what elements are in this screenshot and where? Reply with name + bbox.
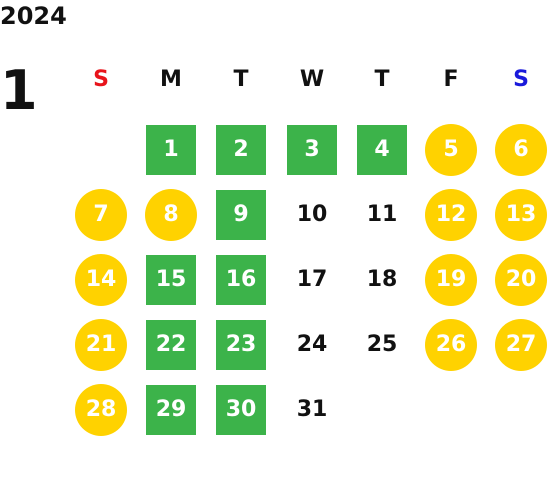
year-label: 2024 — [0, 2, 67, 30]
day-cell-7[interactable]: 7 — [75, 189, 127, 241]
day-cell-14[interactable]: 14 — [75, 254, 127, 306]
day-cell-13[interactable]: 13 — [495, 189, 547, 241]
weekday-header-fri: F — [443, 67, 459, 92]
weekday-header-tue: T — [233, 67, 249, 92]
day-cell-18[interactable]: 18 — [366, 267, 398, 292]
weekday-header-mon: M — [160, 67, 182, 92]
weekday-header-sun: S — [93, 67, 109, 92]
day-cell-20[interactable]: 20 — [495, 254, 547, 306]
day-cell-27[interactable]: 27 — [495, 319, 547, 371]
day-cell-11[interactable]: 11 — [366, 202, 398, 227]
day-cell-24[interactable]: 24 — [296, 332, 328, 357]
weekday-header-sat: S — [513, 67, 529, 92]
weekday-header-wed: W — [299, 67, 325, 92]
day-cell-8[interactable]: 8 — [145, 189, 197, 241]
day-cell-16[interactable]: 16 — [216, 255, 266, 305]
day-cell-10[interactable]: 10 — [296, 202, 328, 227]
weekday-header-thu: T — [374, 67, 390, 92]
day-cell-9[interactable]: 9 — [216, 190, 266, 240]
day-cell-2[interactable]: 2 — [216, 125, 266, 175]
day-cell-25[interactable]: 25 — [366, 332, 398, 357]
day-cell-5[interactable]: 5 — [425, 124, 477, 176]
day-cell-21[interactable]: 21 — [75, 319, 127, 371]
day-cell-15[interactable]: 15 — [146, 255, 196, 305]
day-cell-1[interactable]: 1 — [146, 125, 196, 175]
day-cell-31[interactable]: 31 — [296, 397, 328, 422]
day-cell-6[interactable]: 6 — [495, 124, 547, 176]
day-cell-29[interactable]: 29 — [146, 385, 196, 435]
day-cell-19[interactable]: 19 — [425, 254, 477, 306]
day-cell-28[interactable]: 28 — [75, 384, 127, 436]
day-cell-26[interactable]: 26 — [425, 319, 477, 371]
day-cell-3[interactable]: 3 — [287, 125, 337, 175]
day-cell-23[interactable]: 23 — [216, 320, 266, 370]
day-cell-12[interactable]: 12 — [425, 189, 477, 241]
day-cell-22[interactable]: 22 — [146, 320, 196, 370]
day-cell-30[interactable]: 30 — [216, 385, 266, 435]
month-number: 1 — [0, 59, 38, 122]
day-cell-17[interactable]: 17 — [296, 267, 328, 292]
day-cell-4[interactable]: 4 — [357, 125, 407, 175]
